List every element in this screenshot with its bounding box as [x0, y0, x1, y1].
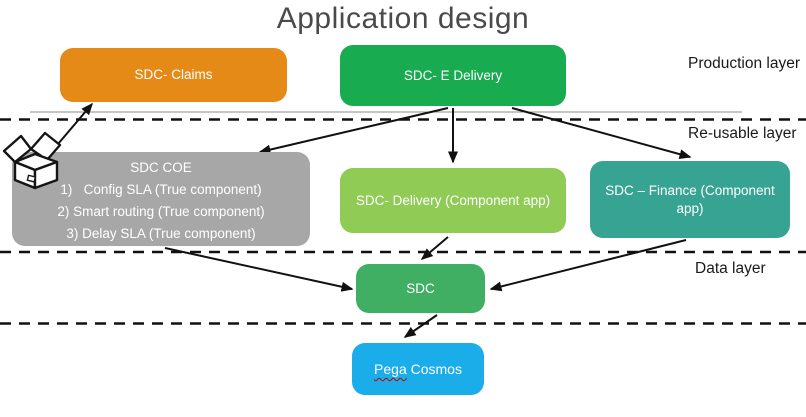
node-sdc: SDC — [356, 264, 485, 313]
node-sdc-delivery: SDC- Delivery (Component app) — [340, 168, 566, 233]
node-sdc-coe-title: SDC COE — [130, 160, 192, 175]
node-sdc-claims-label: SDC- Claims — [134, 67, 213, 83]
node-sdc-claims: SDC- Claims — [60, 48, 287, 102]
pega-word-misspell-squiggle: Pega — [374, 360, 407, 377]
arrow-sdc-to-pega — [403, 314, 438, 338]
data-layer-label: Data layer — [695, 260, 766, 277]
node-pega-cosmos-label: Pega Cosmos — [374, 360, 462, 378]
node-sdc-coe-item-3: 3) Delay SLA (True component) — [66, 225, 256, 241]
page-title: Application design — [276, 2, 530, 35]
arrow-edelivery-to-coe — [258, 107, 449, 155]
node-sdc-coe: SDC COE 1) Config SLA (True component) 2… — [12, 152, 310, 246]
node-sdc-delivery-label: SDC- Delivery (Component app) — [355, 192, 551, 208]
cosmos-word: Cosmos — [406, 360, 462, 377]
node-sdc-e-delivery-label: SDC- E Delivery — [403, 67, 503, 83]
arrow-edelivery-to-finance — [511, 107, 692, 160]
node-pega-cosmos: Pega Cosmos — [352, 343, 484, 395]
node-sdc-label: SDC — [406, 280, 435, 296]
arrow-coe-to-sdc — [164, 247, 354, 292]
node-sdc-finance-label: SDC – Finance (Component app) — [605, 182, 775, 216]
reusable-layer-label: Re-usable layer — [688, 125, 797, 142]
production-layer-label: Production layer — [688, 55, 801, 72]
node-sdc-finance: SDC – Finance (Component app) — [590, 161, 790, 238]
arrow-finance-to-sdc — [489, 239, 687, 292]
arrow-delivery-to-sdc — [420, 236, 449, 260]
node-sdc-coe-item-1: 1) Config SLA (True component) — [60, 181, 262, 197]
node-sdc-coe-item-2: 2) Smart routing (True component) — [57, 203, 265, 219]
node-sdc-e-delivery: SDC- E Delivery — [340, 45, 566, 106]
open-box-icon — [2, 131, 62, 190]
box-tape-detail — [26, 174, 37, 183]
